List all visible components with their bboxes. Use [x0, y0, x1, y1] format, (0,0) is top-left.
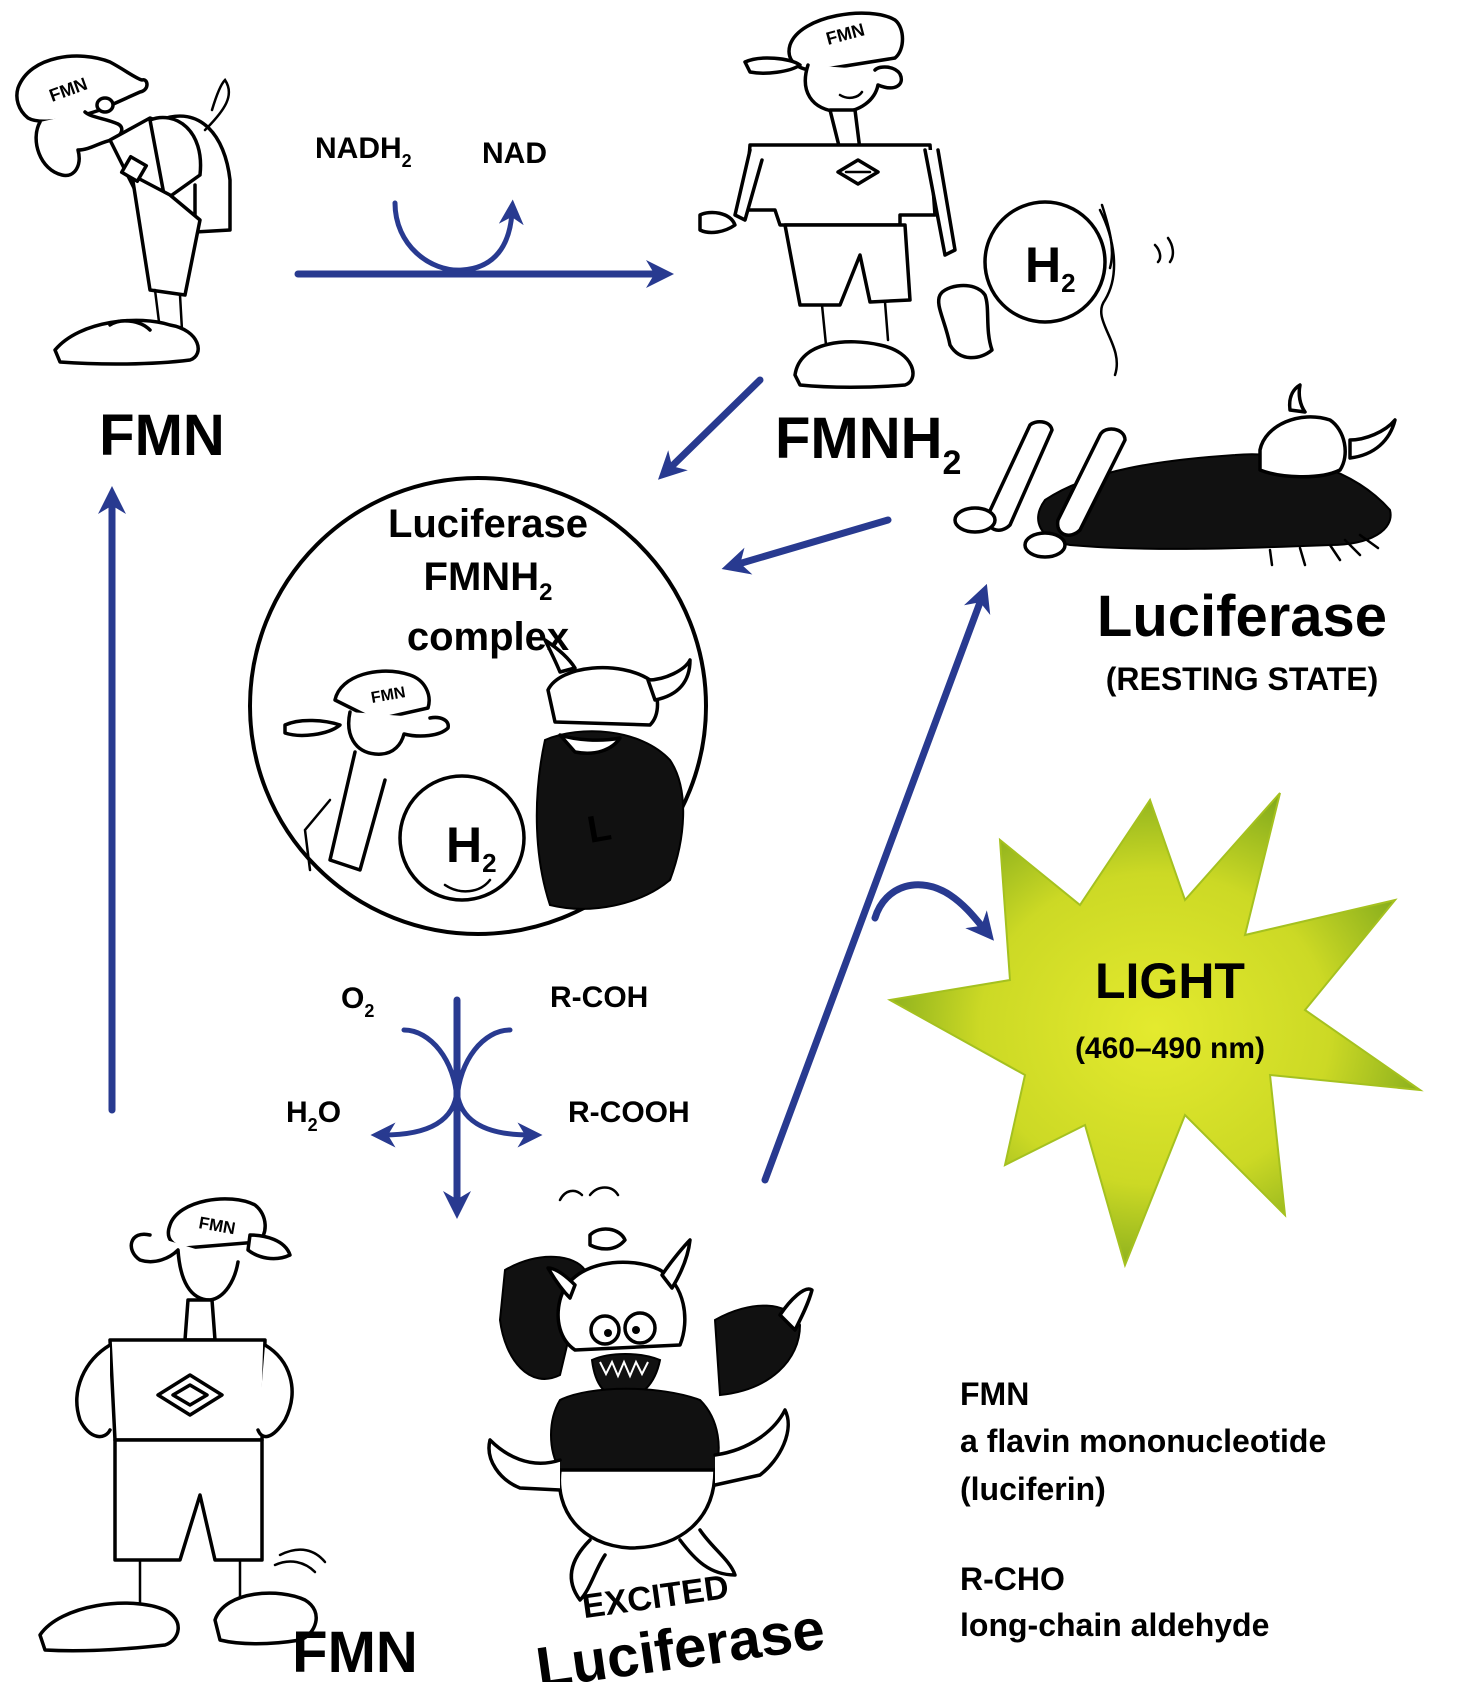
- light-label: LIGHT: [1095, 953, 1245, 1009]
- arrow-rcooh-out: [457, 1090, 530, 1135]
- r-coh-label: R-COH: [550, 981, 648, 1014]
- arrow-nadh2-to-nad: [395, 203, 512, 270]
- nadh2-label: NADH2: [315, 132, 412, 171]
- legend-term-fmn: FMN: [960, 1376, 1029, 1412]
- legend-desc-rcho: long-chain aldehyde: [960, 1607, 1269, 1643]
- luciferase-resting-label: Luciferase: [1097, 584, 1387, 649]
- light-wavelength: (460–490 nm): [1075, 1032, 1265, 1065]
- nad-label: NAD: [482, 137, 547, 170]
- arrow-rcoh-in: [457, 1030, 510, 1100]
- complex-label-line2: FMNH2: [424, 555, 553, 606]
- legend-desc-fmn-1: a flavin mononucleotide: [960, 1423, 1326, 1459]
- light-burst: LIGHT (460–490 nm): [890, 793, 1420, 1265]
- luciferase-excited-character: [489, 1188, 812, 1601]
- arrow-excited-to-resting: [765, 597, 982, 1180]
- fmn-character-bottom: FMN: [40, 1199, 325, 1651]
- arrow-to-light: [875, 885, 985, 930]
- arrow-h2o-out: [383, 1090, 457, 1135]
- o2-label: O2: [341, 982, 374, 1021]
- legend: FMN a flavin mononucleotide (luciferin) …: [960, 1376, 1326, 1643]
- fmnh2-label: FMNH2: [775, 406, 961, 482]
- r-cooh-label: R-COOH: [568, 1096, 690, 1129]
- fmnh2-character: FMN H2: [700, 13, 1173, 387]
- arrow-o2-in: [404, 1030, 457, 1100]
- legend-desc-fmn-2: (luciferin): [960, 1471, 1106, 1507]
- arrow-fmnh2-to-complex: [668, 380, 760, 470]
- fmn-bottom-label: FMN: [292, 1620, 418, 1682]
- h2o-label: H2O: [286, 1096, 341, 1135]
- luciferase-resting-character: [955, 385, 1395, 565]
- complex-label-line3: complex: [407, 615, 569, 659]
- light-burst-shape: [890, 793, 1420, 1265]
- luciferase-fmnh2-complex: Luciferase FMNH2 complex FMN H2 L: [250, 478, 706, 934]
- complex-label-line1: Luciferase: [388, 502, 588, 546]
- fmn-top-label: FMN: [99, 403, 225, 468]
- arrow-luciferase-to-complex: [735, 520, 888, 565]
- resting-state-label: (RESTING STATE): [1106, 661, 1379, 697]
- fmn-character-top: FMN: [17, 56, 230, 364]
- legend-term-rcho: R-CHO: [960, 1561, 1065, 1597]
